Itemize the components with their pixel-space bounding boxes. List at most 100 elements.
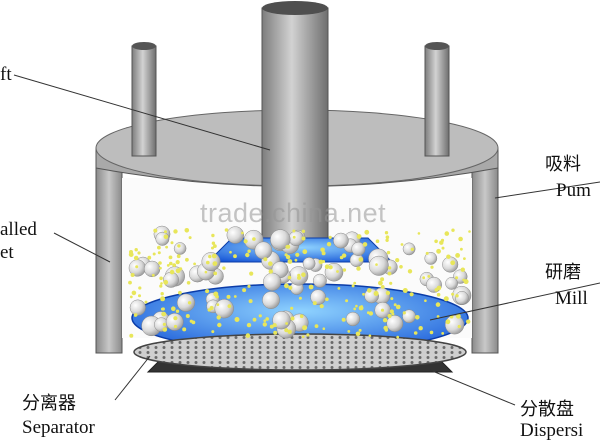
particle [285, 322, 288, 325]
particle [134, 248, 138, 252]
particle [324, 264, 330, 270]
particle [301, 229, 306, 233]
particle [161, 307, 165, 311]
particle [418, 326, 423, 331]
particle [445, 319, 451, 325]
particle [322, 327, 326, 331]
disperser-plate [133, 333, 467, 371]
particle [450, 260, 456, 266]
particle [182, 327, 187, 332]
particle [262, 322, 267, 327]
particle [347, 330, 351, 333]
bead [368, 255, 389, 276]
particle [353, 307, 357, 311]
particle [443, 296, 449, 302]
right-pipe-top [425, 42, 449, 50]
pipes [131, 1, 450, 241]
bead [351, 241, 366, 256]
particle [241, 231, 244, 235]
particle [252, 237, 256, 241]
particle [287, 259, 293, 264]
particle [456, 313, 461, 319]
particle [328, 265, 333, 270]
watermark: trade.china.net [200, 198, 387, 228]
particle [435, 302, 441, 307]
pump-label-zh: 吸料 [545, 154, 581, 175]
particle [322, 260, 326, 263]
particle [147, 255, 152, 260]
particle [165, 245, 169, 249]
particle [364, 229, 370, 235]
particle [286, 244, 291, 249]
particle [355, 304, 358, 308]
particle [170, 241, 174, 245]
particle [157, 251, 161, 255]
particle [129, 333, 134, 338]
particle [337, 287, 341, 290]
particle [128, 252, 134, 257]
particle [273, 330, 278, 335]
particle [463, 257, 466, 260]
particle [351, 284, 355, 288]
particle [268, 269, 273, 274]
particle [206, 260, 210, 265]
particle [185, 257, 189, 262]
particle [302, 325, 308, 331]
particle [177, 244, 181, 248]
leader-mill [429, 282, 600, 321]
vessel-left-wall [95, 167, 123, 354]
particle [355, 331, 361, 337]
particle [272, 323, 277, 328]
right-pipe [424, 45, 450, 157]
particle [173, 316, 178, 321]
particle [460, 267, 465, 272]
particle [247, 249, 251, 253]
bead [143, 260, 161, 278]
disperser-disk [133, 333, 467, 373]
bead [310, 289, 326, 306]
pump-label-en: Pum [556, 180, 591, 201]
bead [262, 291, 280, 309]
particle [249, 271, 254, 276]
particle [380, 308, 385, 312]
particle [284, 253, 288, 257]
particle [385, 238, 389, 242]
particle [396, 335, 400, 339]
particle [424, 299, 427, 303]
particle [387, 266, 392, 270]
vessel-right-wall [471, 167, 499, 354]
particle [160, 296, 166, 302]
particle [179, 267, 183, 271]
particle [314, 324, 319, 328]
particle [242, 288, 247, 293]
particle [400, 243, 404, 246]
particle [211, 246, 214, 250]
particle [129, 295, 133, 299]
particle [227, 304, 232, 308]
particle [234, 317, 240, 322]
bead [424, 252, 438, 265]
particle [387, 271, 392, 276]
particle [217, 322, 222, 328]
particle [216, 303, 220, 306]
bead [214, 299, 234, 319]
particle [290, 316, 295, 321]
particle [413, 331, 418, 335]
particle [441, 332, 445, 335]
particle [193, 262, 197, 266]
particle [138, 286, 142, 290]
particle [128, 280, 132, 285]
particle [294, 258, 298, 262]
particle [384, 231, 389, 235]
particle [358, 328, 362, 332]
particles [128, 228, 471, 339]
particle [176, 254, 181, 259]
particle [151, 273, 155, 277]
particle [172, 263, 177, 267]
particle [133, 255, 139, 261]
particle [383, 325, 388, 331]
particle [393, 303, 397, 307]
particle [466, 319, 471, 324]
bead [445, 277, 458, 290]
particle [328, 235, 332, 239]
